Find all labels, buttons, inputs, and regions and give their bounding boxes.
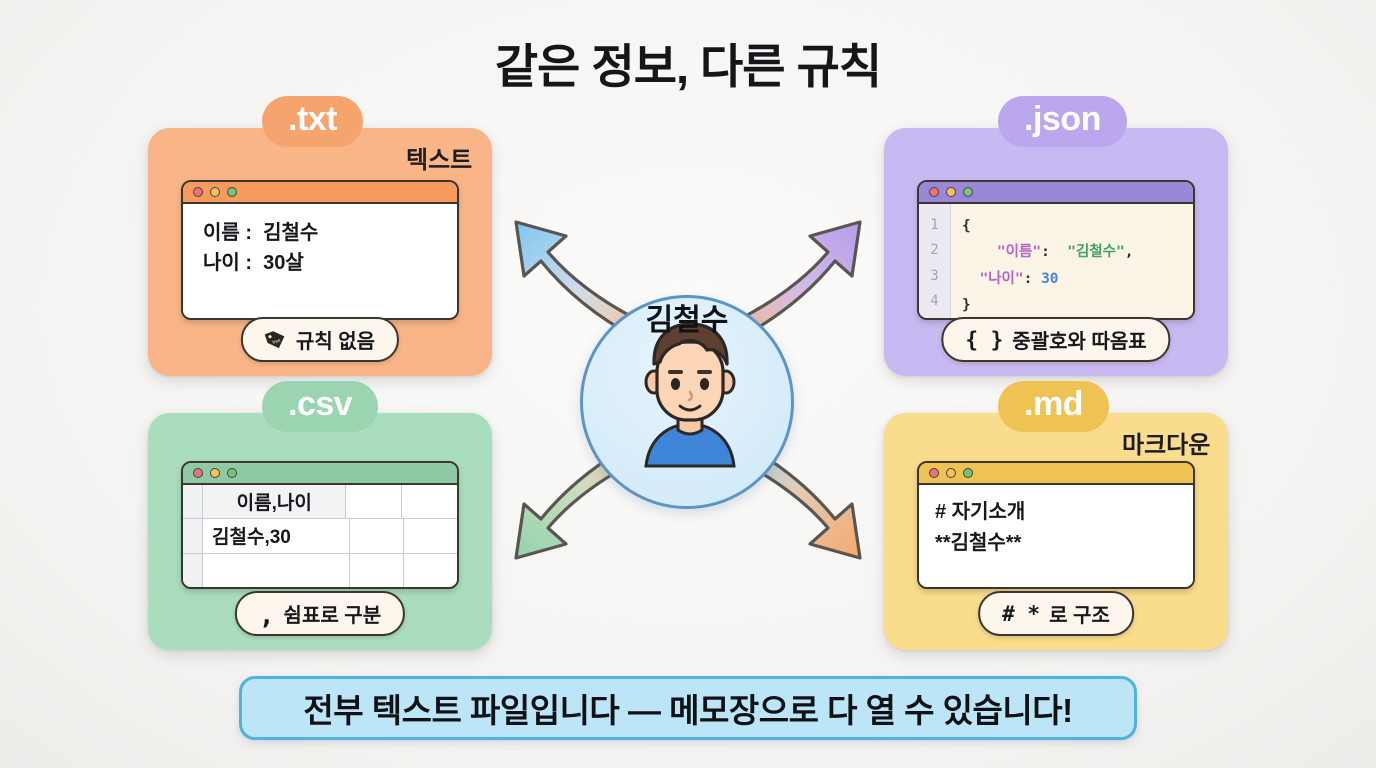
json-code-line: "이름": "김철수", <box>996 244 1134 261</box>
line-number: 2 <box>930 242 939 259</box>
page-title: 같은 정보, 다른 규칙 <box>494 40 882 93</box>
table-cell <box>350 553 405 587</box>
json-code-area: { "이름": "김철수", "나이": 30} <box>951 204 1133 318</box>
window-traffic-lights-icon <box>919 463 1193 485</box>
table-row: 김철수,30 <box>183 519 457 554</box>
close-dot-icon <box>193 468 203 478</box>
maximize-dot-icon <box>963 187 973 197</box>
close-dot-icon <box>193 187 203 197</box>
avatar[interactable] <box>580 295 794 509</box>
json-code-line: "나이": 30 <box>979 270 1059 287</box>
csv-cell-text: 김철수,30 <box>212 527 291 549</box>
maximize-dot-icon <box>227 187 237 197</box>
window-preview-md: # 자기소개 **김철수** <box>917 461 1195 589</box>
window-traffic-lights-icon <box>919 182 1193 204</box>
window-preview-txt: 이름 : 김철수 나이 : 30살 <box>181 180 459 320</box>
txt-line: 나이 : 30살 <box>203 252 304 275</box>
file-type-badge-json: .json <box>998 96 1127 148</box>
file-type-label-txt: 텍스트 <box>406 147 473 174</box>
rule-badge-csv: , 쉼표로 구분 <box>234 591 406 636</box>
md-line: **김철수** <box>935 532 1022 554</box>
row-header-cell <box>183 485 203 519</box>
json-code-line: } <box>962 297 971 314</box>
comma-icon: , <box>258 600 275 631</box>
table-cell <box>350 519 405 553</box>
line-number: 3 <box>930 267 939 284</box>
rule-badge-text-txt: 규칙 없음 <box>295 331 376 353</box>
md-content: # 자기소개 **김철수** <box>919 485 1193 587</box>
file-type-label-md: 마크다운 <box>1122 432 1211 459</box>
card-json[interactable]: .json 1 2 3 4 { "이름": "김철수", "나이": 30} {… <box>884 96 1228 376</box>
json-code-line: { <box>962 218 971 234</box>
arrow-to-txt <box>514 220 638 340</box>
window-traffic-lights-icon <box>183 182 457 204</box>
txt-line: 이름 : 김철수 <box>203 222 319 244</box>
card-csv[interactable]: .csv 이름,나이 김철수,30 <box>148 381 492 650</box>
summary-banner: 전부 텍스트 파일입니다 — 메모장으로 다 열 수 있습니다! <box>239 676 1137 740</box>
file-type-badge-md: .md <box>998 381 1109 433</box>
window-preview-json: 1 2 3 4 { "이름": "김철수", "나이": 30} <box>917 180 1195 320</box>
row-header-cell <box>183 519 203 553</box>
rule-badge-txt: free 규칙 없음 <box>240 317 400 362</box>
line-number-gutter: 1 2 3 4 <box>919 204 951 318</box>
file-type-badge-txt: .txt <box>262 96 363 148</box>
line-number: 4 <box>930 293 939 310</box>
summary-banner-text: 전부 텍스트 파일입니다 — 메모장으로 다 열 수 있습니다! <box>303 692 1073 729</box>
close-dot-icon <box>929 187 939 197</box>
price-tag-icon: free <box>264 330 285 348</box>
arrow-to-json <box>738 220 862 340</box>
txt-content: 이름 : 김철수 나이 : 30살 <box>183 204 457 318</box>
rule-badge-text-md: 로 구조 <box>1049 605 1110 627</box>
rule-badge-text-csv: 쉼표로 구분 <box>283 605 382 627</box>
minimize-dot-icon <box>210 187 220 197</box>
md-line: # 자기소개 <box>935 501 1026 523</box>
table-cell: 김철수,30 <box>203 519 351 553</box>
line-number: 1 <box>930 217 939 233</box>
table-cell <box>203 553 351 587</box>
minimize-dot-icon <box>210 468 220 478</box>
maximize-dot-icon <box>227 468 237 478</box>
hash-asterisk-icon: # * <box>1002 601 1041 626</box>
close-dot-icon <box>929 468 939 478</box>
row-header-cell <box>183 553 203 587</box>
file-type-badge-csv: .csv <box>262 381 379 433</box>
table-row: 이름,나이 <box>183 485 457 520</box>
csv-spreadsheet: 이름,나이 김철수,30 <box>183 485 457 587</box>
window-traffic-lights-icon <box>183 463 457 485</box>
maximize-dot-icon <box>963 468 973 478</box>
minimize-dot-icon <box>946 468 956 478</box>
json-content: 1 2 3 4 { "이름": "김철수", "나이": 30} <box>919 204 1193 318</box>
rule-badge-text-json: 중괄호와 따옴표 <box>1012 331 1147 353</box>
card-md[interactable]: .md 마크다운 # 자기소개 **김철수** # * 로 구조 <box>884 381 1228 650</box>
curly-braces-icon: { } <box>965 327 1004 352</box>
window-preview-csv: 이름,나이 김철수,30 <box>181 461 459 589</box>
svg-text:free: free <box>272 337 282 345</box>
avatar-name: 김철수 <box>645 304 729 337</box>
rule-badge-json: { } 중괄호와 따옴표 <box>941 317 1171 362</box>
card-txt[interactable]: .txt 텍스트 이름 : 김철수 나이 : 30살 free 규칙 없음 <box>148 96 492 376</box>
csv-cell-text: 이름,나이 <box>236 493 312 515</box>
table-row <box>183 553 457 587</box>
rule-badge-md: # * 로 구조 <box>978 591 1134 636</box>
table-cell <box>346 485 403 519</box>
person-avatar-icon <box>644 322 736 468</box>
minimize-dot-icon <box>946 187 956 197</box>
table-cell: 이름,나이 <box>203 485 347 519</box>
